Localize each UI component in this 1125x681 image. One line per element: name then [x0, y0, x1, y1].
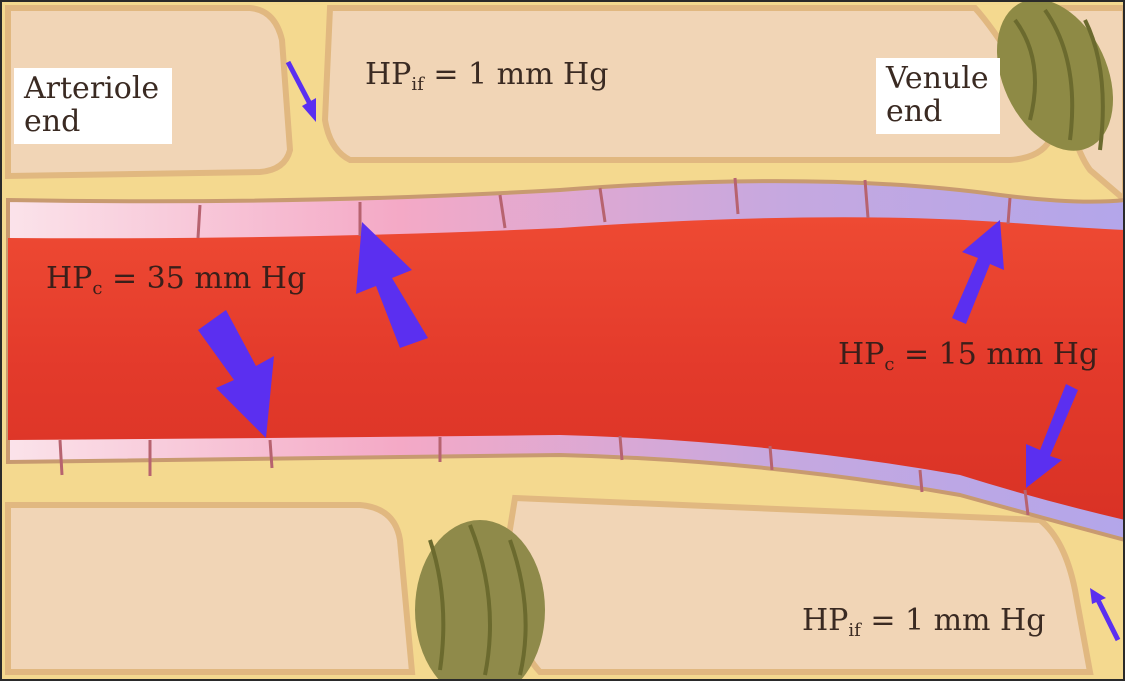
venule-end-line1: Venule [886, 62, 992, 95]
arteriole-end-line2: end [24, 105, 164, 138]
hp-c-venule-label: HPc = 15 mm Hg [838, 338, 1098, 375]
arteriole-end-label: Arteriole end [14, 68, 172, 144]
arteriole-end-line1: Arteriole [24, 72, 164, 105]
tissue-cell-bottom-left [8, 505, 412, 672]
venule-end-line2: end [886, 95, 992, 128]
hp-if-bottom-label: HPif = 1 mm Hg [802, 604, 1045, 641]
hp-if-top-label: HPif = 1 mm Hg [365, 58, 608, 95]
hp-c-arteriole-label: HPc = 35 mm Hg [46, 262, 306, 299]
tissue-cell-bottom-right [505, 498, 1090, 672]
venule-end-label: Venule end [876, 58, 1000, 134]
